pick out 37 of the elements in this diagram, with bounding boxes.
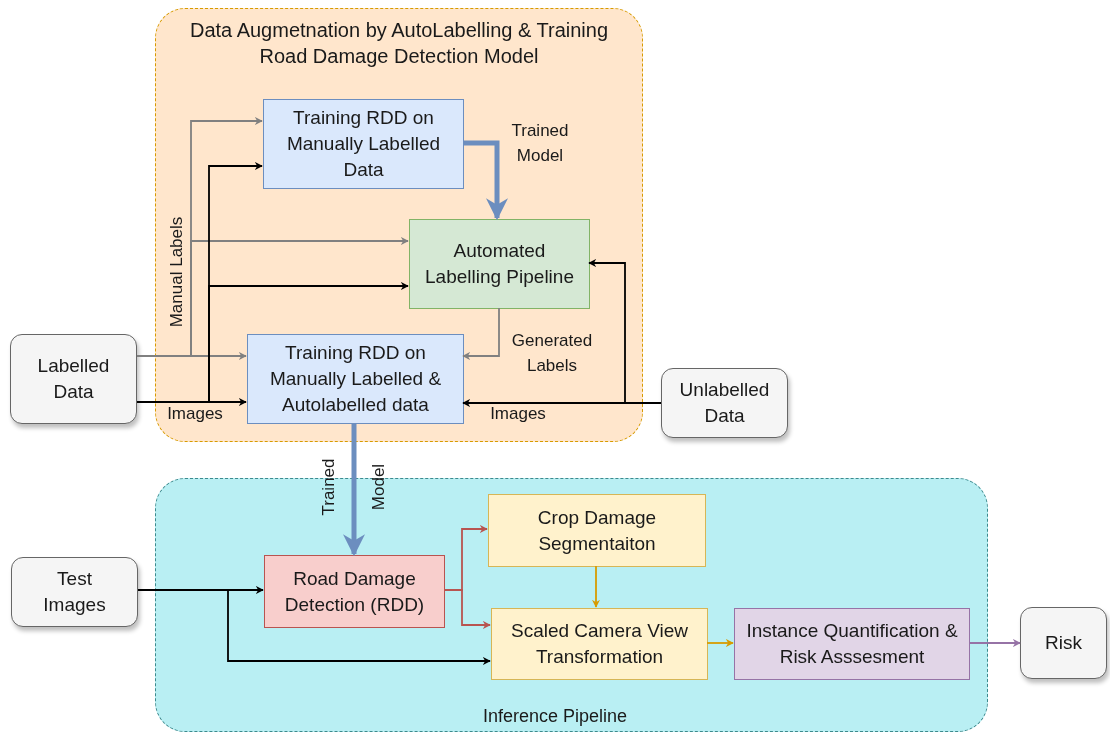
process-box	[491, 608, 708, 680]
node-label: Risk	[1044, 631, 1083, 655]
node-label: Automated Labelling Pipeline	[424, 239, 575, 289]
data-box	[10, 334, 137, 424]
arrow	[462, 307, 500, 360]
node-label: Training RDD on Manually Labelled Data	[285, 106, 442, 182]
process-box	[488, 494, 706, 567]
node-label: Labelled Data	[36, 354, 111, 404]
node-label: Unlabelled Data	[678, 378, 771, 428]
process-box	[264, 555, 445, 628]
node-label: Scaled Camera View Transformation	[509, 619, 690, 669]
process-box	[734, 608, 970, 680]
process-box	[247, 334, 464, 424]
thick-arrow	[343, 423, 365, 557]
node-label: Crop Damage Segmentaiton	[536, 505, 658, 556]
group-panel	[155, 8, 643, 442]
group-title: Data Augmetnation by AutoLabelling & Training Road Damage Detection Model	[188, 18, 610, 69]
arrow	[968, 639, 1021, 647]
output-box	[1020, 607, 1107, 679]
edge-label: Images	[490, 402, 546, 425]
edge-label: Manual Labels	[165, 215, 187, 330]
node-label: Road Damage Detection (RDD)	[283, 566, 426, 617]
process-box	[263, 99, 464, 189]
arrow	[706, 639, 734, 647]
arrow	[592, 565, 600, 608]
data-box	[11, 557, 138, 627]
node-label: Instance Quantification & Risk Asssesment	[745, 619, 959, 669]
node-label: Test Images	[42, 567, 107, 617]
edge-label: Trained Model	[510, 120, 570, 167]
group-title: Inference Pipeline	[483, 705, 628, 728]
edge-label: Trained Model	[318, 457, 389, 518]
thick-arrow	[463, 140, 508, 221]
process-box	[409, 219, 590, 309]
data-box	[661, 368, 788, 438]
node-label: Training RDD on Manually Labelled & Autolabelled data	[268, 341, 443, 417]
edge-label: Images	[167, 402, 223, 425]
edge-label: Generated Labels	[510, 330, 594, 377]
